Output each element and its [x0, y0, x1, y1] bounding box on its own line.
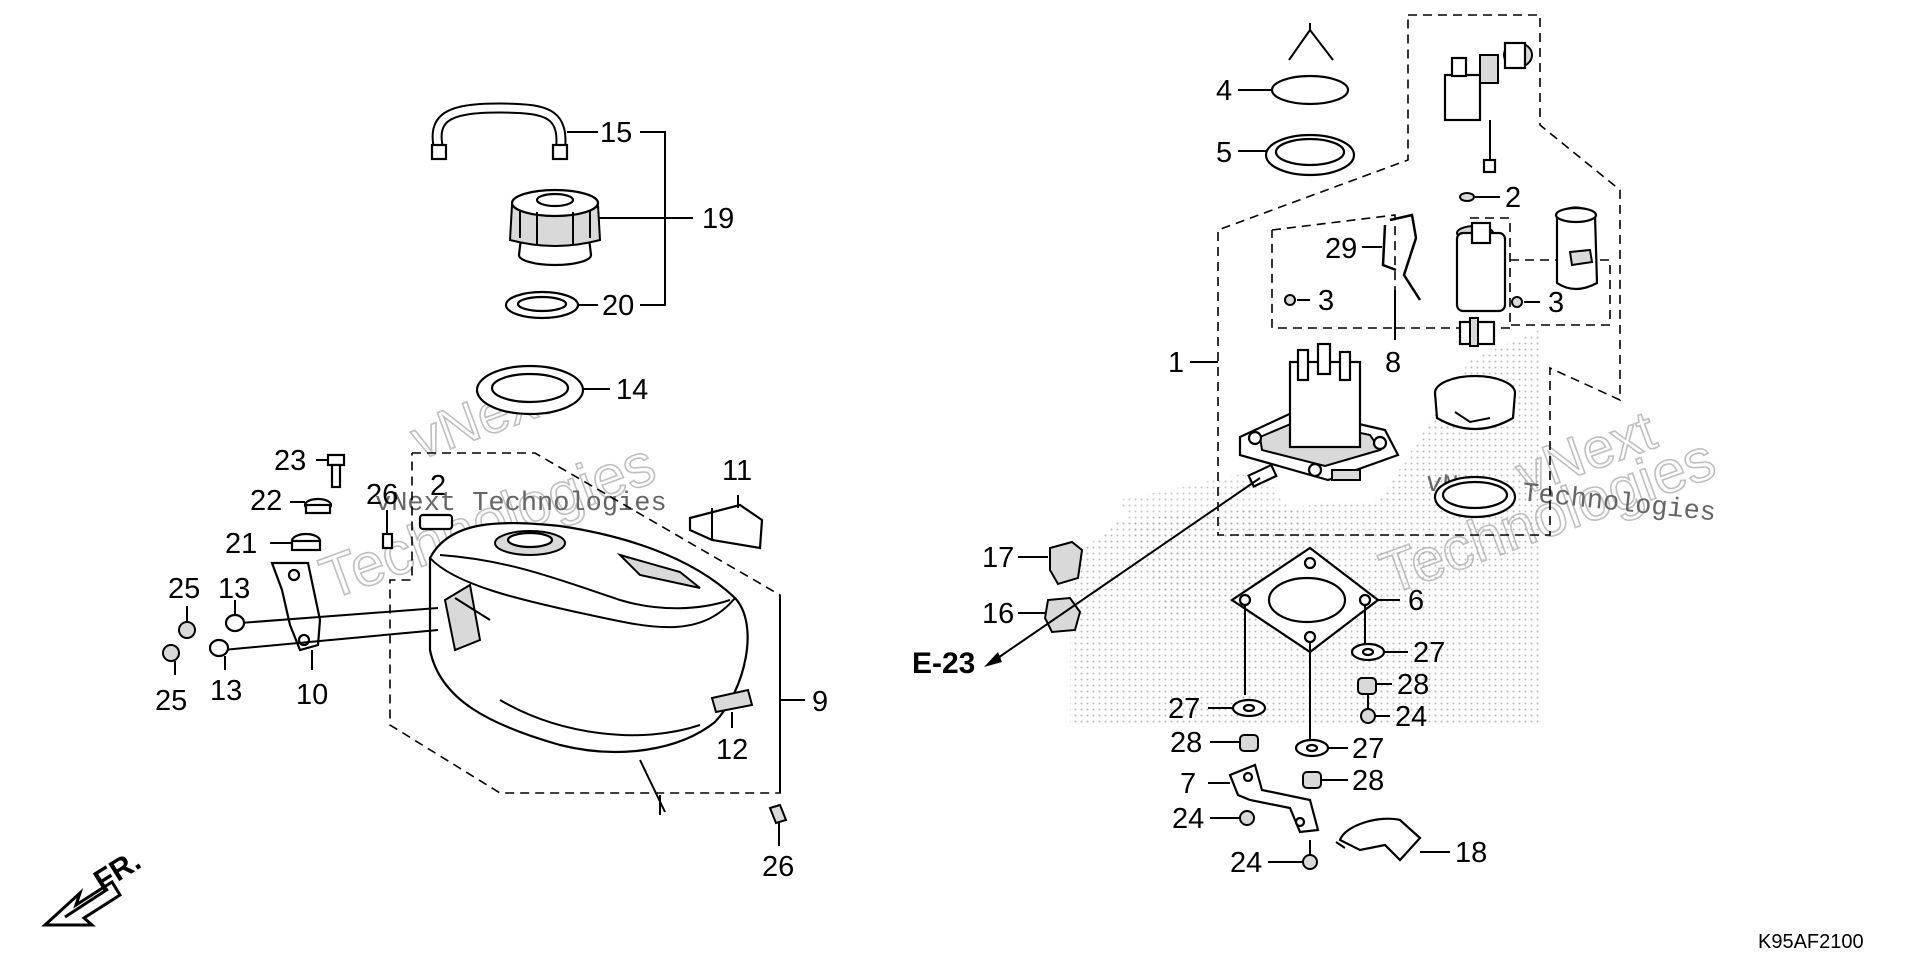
- rubber-pad[interactable]: [418, 513, 454, 531]
- callout-27-center: 27: [1352, 733, 1384, 765]
- callout-10: 10: [296, 679, 328, 711]
- callout-26-top: 26: [366, 479, 398, 511]
- ref-arrowhead-icon: [984, 652, 1002, 667]
- callout-3-left: 3: [1318, 285, 1334, 317]
- tank-pad[interactable]: [710, 688, 754, 714]
- spring-clip[interactable]: [1381, 213, 1422, 301]
- callout-22: 22: [250, 485, 282, 517]
- callout-12: 12: [716, 734, 748, 766]
- filler-ring[interactable]: [475, 364, 585, 416]
- callout-28-right: 28: [1397, 669, 1429, 701]
- callout-21: 21: [225, 528, 257, 560]
- callout-25-bottom: 25: [155, 685, 187, 717]
- front-arrow-icon: [41, 879, 123, 927]
- dot-shading-2: [1120, 470, 1330, 620]
- set-ring[interactable]: [1264, 133, 1356, 177]
- leader-9-bottom: [639, 759, 666, 813]
- callout-7: 7: [1180, 768, 1196, 800]
- o-ring[interactable]: [1270, 74, 1350, 106]
- nut-upper[interactable]: [224, 613, 246, 633]
- nut-filter-left[interactable]: [1284, 294, 1296, 306]
- callout-11: 11: [722, 455, 752, 487]
- hose-clamp[interactable]: [1335, 817, 1422, 862]
- fuel-pump-motor[interactable]: [1455, 221, 1507, 347]
- callout-16: 16: [982, 598, 1014, 630]
- tank-bracket[interactable]: [270, 561, 322, 652]
- filter-frame: [1271, 214, 1396, 329]
- drawing-code: K95AF2100: [1758, 931, 1864, 953]
- callout-27-left: 27: [1168, 693, 1200, 725]
- flange-nut-bottom[interactable]: [1302, 854, 1318, 870]
- washer-right[interactable]: [1350, 642, 1386, 662]
- fuel-pump-base[interactable]: [1238, 342, 1400, 488]
- callout-9: 9: [812, 686, 828, 718]
- callout-3-right: 3: [1548, 287, 1564, 319]
- callout-19: 19: [702, 203, 734, 235]
- bracket-clip[interactable]: [688, 503, 764, 550]
- hose-joint-lower[interactable]: [1043, 596, 1082, 634]
- callout-5: 5: [1216, 137, 1232, 169]
- bracket-9: [779, 595, 805, 793]
- callout-17: 17: [982, 542, 1014, 574]
- rubber-mount[interactable]: [290, 532, 322, 552]
- callout-1: 1: [1168, 347, 1184, 379]
- callout-4: 4: [1216, 75, 1232, 107]
- pump-assembly-frame: [1217, 14, 1621, 536]
- callout-23: 23: [274, 445, 306, 477]
- callout-24-left: 24: [1172, 803, 1204, 835]
- callout-14: 14: [616, 374, 648, 406]
- callout-15: 15: [600, 117, 632, 149]
- cap-gasket[interactable]: [504, 290, 580, 320]
- pump-connector[interactable]: [1443, 41, 1533, 174]
- callout-25-top: 25: [168, 573, 200, 605]
- cap-nut-upper[interactable]: [178, 621, 196, 639]
- seal-small[interactable]: [1459, 192, 1475, 202]
- collar-center[interactable]: [1302, 771, 1322, 789]
- pump-gasket[interactable]: [1230, 546, 1380, 654]
- callout-13-top: 13: [218, 573, 250, 605]
- dot-shading: [1070, 330, 1540, 725]
- callout-24-bottom: 24: [1230, 847, 1262, 879]
- washer-left[interactable]: [1231, 698, 1267, 718]
- callout-13-bottom: 13: [210, 675, 242, 707]
- flange-nut-right[interactable]: [1360, 708, 1376, 724]
- filter-frame-2: [1395, 217, 1511, 329]
- tank-frame: [389, 452, 781, 794]
- callout-27-right: 27: [1413, 637, 1445, 669]
- nut-filter-right[interactable]: [1511, 296, 1523, 308]
- pump-stay[interactable]: [1228, 763, 1320, 834]
- section-ref[interactable]: E-23: [912, 647, 975, 680]
- grommet-bottom[interactable]: [768, 803, 788, 825]
- callout-6: 6: [1408, 585, 1424, 617]
- grommet-top[interactable]: [381, 532, 394, 550]
- callout-26-bottom: 26: [762, 851, 794, 883]
- collar[interactable]: [303, 497, 333, 515]
- callout-2-left: 2: [430, 470, 446, 502]
- fuel-cap[interactable]: [508, 188, 602, 267]
- watermark-left-inline: vNext Technologies: [375, 489, 667, 519]
- callout-24-right: 24: [1395, 701, 1427, 733]
- collar-right[interactable]: [1357, 677, 1377, 695]
- filter-cup[interactable]: [1554, 206, 1599, 291]
- callout-labels: 15 19 20 14 23 22 21 26 2 11 25 13 25 13…: [155, 75, 1564, 883]
- washer-center[interactable]: [1294, 738, 1330, 758]
- cap-nut-lower[interactable]: [162, 644, 180, 662]
- filter-ring-upper[interactable]: [1433, 374, 1517, 431]
- callout-8: 8: [1385, 347, 1401, 379]
- callout-28-center: 28: [1352, 765, 1384, 797]
- filter-ring-lower[interactable]: [1433, 475, 1517, 519]
- collar-left[interactable]: [1239, 734, 1259, 752]
- callout-20: 20: [602, 290, 634, 322]
- callout-28-left: 28: [1170, 727, 1202, 759]
- flange-nut-left[interactable]: [1239, 810, 1255, 826]
- fuel-tank[interactable]: [428, 521, 749, 754]
- callout-18: 18: [1455, 837, 1487, 869]
- callout-2: 2: [1505, 182, 1521, 214]
- bolt[interactable]: [326, 453, 346, 489]
- hose-joint-upper[interactable]: [1049, 540, 1084, 586]
- nut-lower[interactable]: [208, 638, 230, 658]
- callout-29: 29: [1325, 233, 1357, 265]
- breather-tube[interactable]: [430, 102, 569, 161]
